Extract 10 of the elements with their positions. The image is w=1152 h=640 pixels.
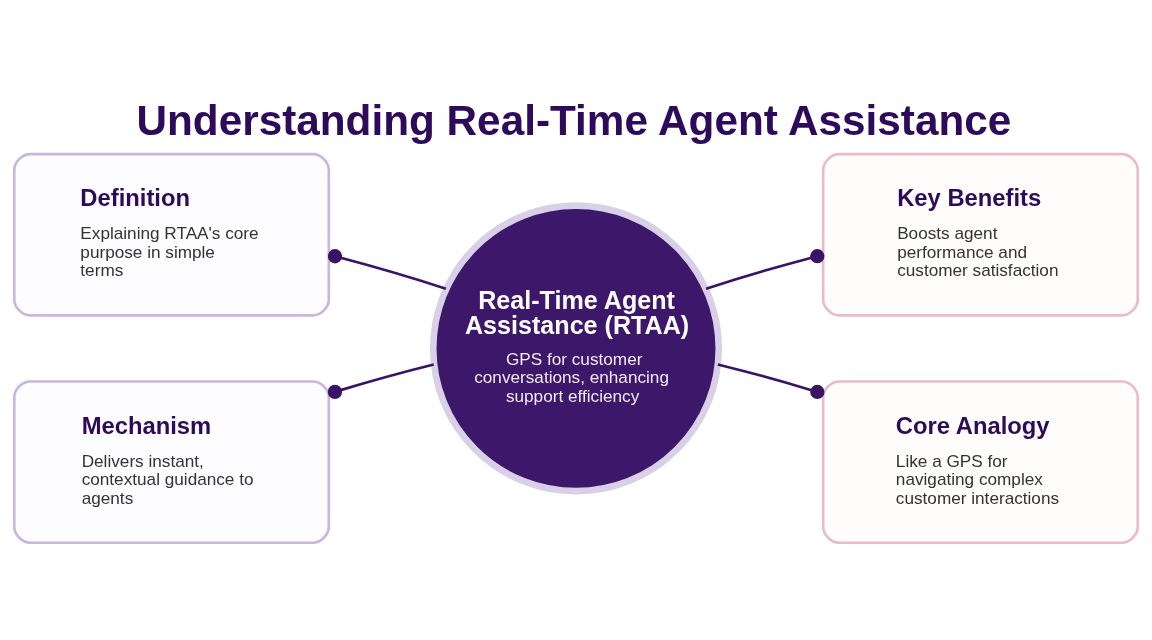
node-box: Core Analogy Like a GPS for navigating complex customer interactions [821, 380, 1140, 545]
connector [327, 363, 434, 400]
node-box: Key Benefits Boosts agent performance and customer satisfaction [821, 152, 1140, 317]
node-circle: Real-Time Agent Assistance (RTAA) GPS for customer conversations, enhancing support efficiency [429, 202, 723, 495]
diagram-title: Understanding Real-Time Agent Assistance [136, 97, 1012, 145]
connector [705, 249, 825, 290]
connector [327, 249, 447, 290]
connector [717, 363, 825, 400]
node-box: Definition Explaining RTAA's core purpose in simple terms [12, 152, 331, 317]
node-box: Mechanism Delivers instant, contextual guidance to agents [12, 380, 331, 545]
